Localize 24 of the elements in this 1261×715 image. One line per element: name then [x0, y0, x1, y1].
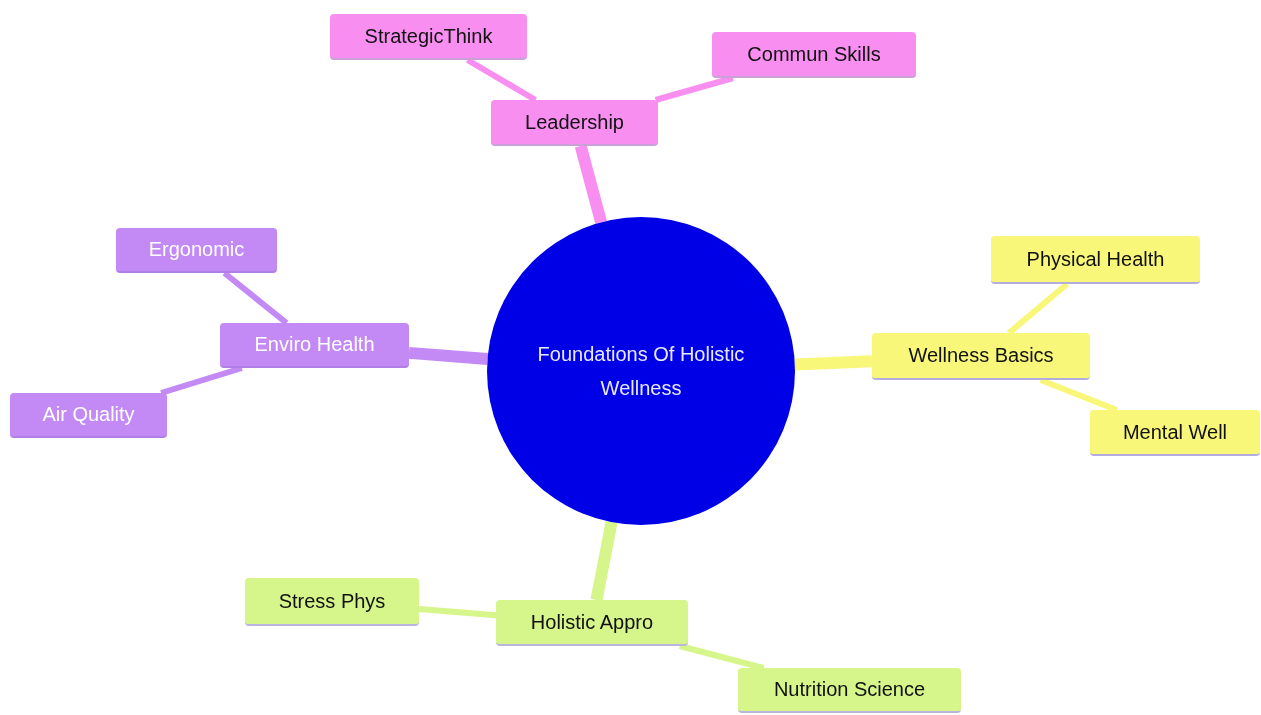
- topic-box: Enviro Health: [220, 323, 409, 368]
- topic-box: Mental Well: [1090, 410, 1260, 456]
- connector-line: [1006, 281, 1069, 336]
- connector-line: [418, 606, 497, 619]
- topic-box: Ergonomic: [116, 228, 277, 273]
- connector-line: [678, 643, 765, 671]
- topic-box: Physical Health: [991, 236, 1200, 284]
- topic-box: Stress Phys: [245, 578, 419, 626]
- topic-box: Wellness Basics: [872, 333, 1090, 380]
- topic-box: Commun Skills: [712, 32, 916, 78]
- connector-line: [160, 365, 243, 396]
- topic-box: Leadership: [491, 100, 658, 146]
- connector-line: [222, 270, 289, 326]
- connector-line: [590, 521, 618, 602]
- connector-line: [466, 57, 537, 103]
- connector-line: [574, 144, 607, 224]
- connector-line: [654, 75, 734, 103]
- topic-box: Air Quality: [10, 393, 167, 438]
- connector-line: [1039, 377, 1118, 413]
- connector-line: [408, 346, 488, 365]
- topic-box: StrategicThink: [330, 14, 527, 60]
- connector-line: [794, 355, 873, 371]
- topic-box: Nutrition Science: [738, 668, 961, 713]
- topic-box: Holistic Appro: [496, 600, 688, 646]
